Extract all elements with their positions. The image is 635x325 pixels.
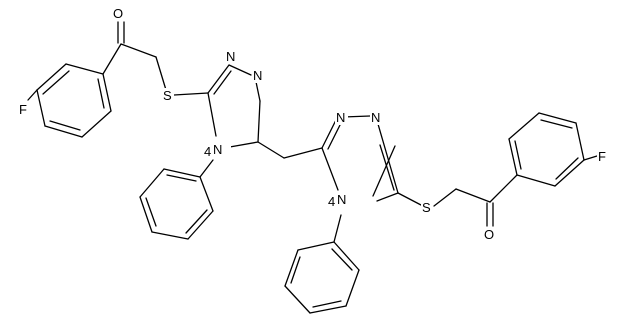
sulfur-label-left: S (163, 88, 172, 103)
nitrogen-label: N (371, 110, 380, 125)
atom-o-left: O (112, 6, 126, 21)
nitrogen-label: N (213, 142, 222, 157)
sulfur-label-right: S (422, 200, 431, 215)
atom-f-right: F (597, 149, 609, 164)
fluorine-label-left: F (19, 102, 27, 117)
oxygen-label-left: O (113, 6, 123, 21)
left-n-phenyl-ring (139, 159, 214, 240)
atom-o-right: O (483, 227, 497, 242)
fluorine-label-right: F (598, 149, 606, 164)
left-ketone-linker (102, 21, 209, 96)
methylene-bridge (257, 141, 323, 159)
atom-n-right-ring: 4 N (328, 192, 355, 209)
atom-s-right: S (421, 200, 433, 215)
right-fluorophenyl-ring (508, 112, 598, 187)
atom-n-right-top-a: N (335, 110, 348, 125)
right-triazole-ring (321, 115, 399, 202)
nitrogen-label: N (337, 192, 346, 207)
nitrogen-label: N (336, 110, 345, 125)
atom-n-left-ring: 4 N (204, 142, 231, 159)
atom-f-left: F (18, 102, 30, 117)
nitrogen-label: N (226, 49, 235, 64)
atom-number-label: 4 (328, 194, 335, 209)
atom-labels: O F S N N 4 N N N (18, 6, 609, 242)
left-fluorophenyl-ring (27, 63, 112, 138)
right-ketone-linker (397, 174, 518, 227)
oxygen-label-right: O (484, 227, 494, 242)
atom-n-right-top-b: N (370, 110, 383, 125)
atom-n-left-top-a: N (225, 49, 238, 64)
atom-n-left-top-b: N (252, 68, 265, 83)
right-n-phenyl-ring (284, 214, 360, 314)
atom-number-label: 4 (204, 144, 211, 159)
atom-s-left: S (162, 88, 174, 103)
nitrogen-label: N (253, 68, 262, 83)
